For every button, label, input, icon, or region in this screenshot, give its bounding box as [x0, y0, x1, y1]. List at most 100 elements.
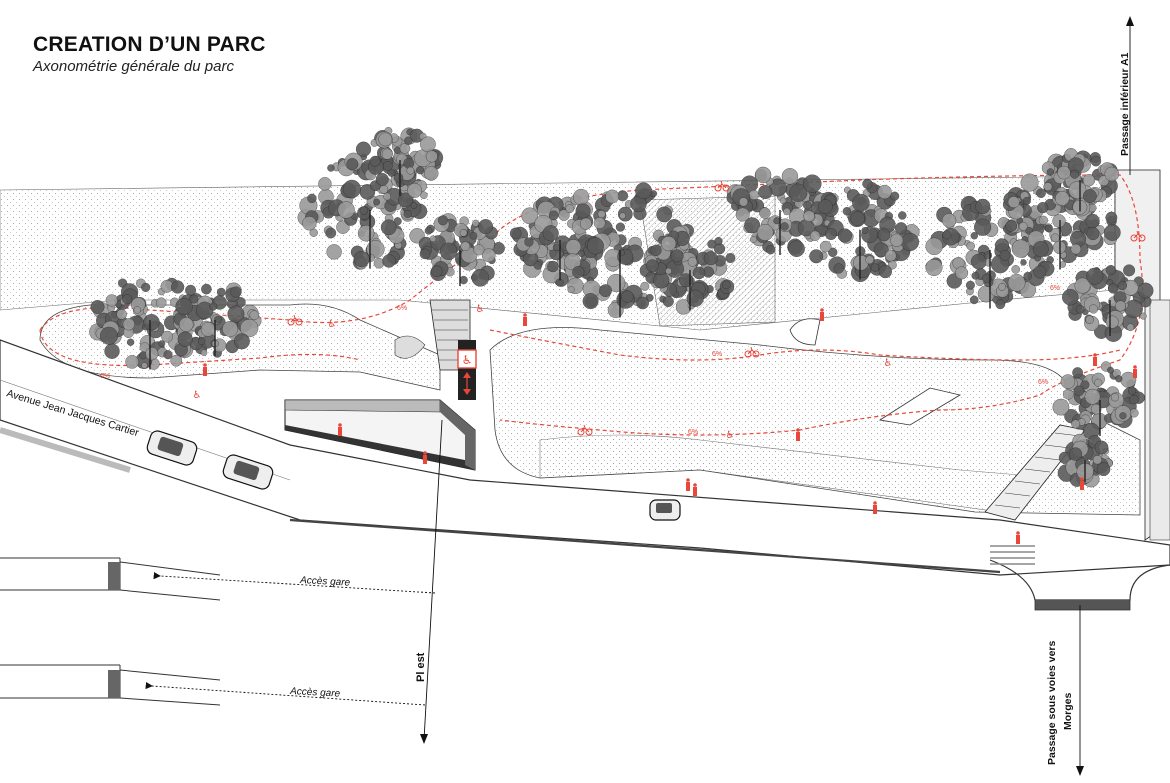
tree-foliage — [200, 322, 216, 337]
tree-foliage — [955, 266, 969, 280]
tree-foliage — [1117, 280, 1127, 291]
wheelchair-icon: ♿ — [328, 319, 337, 330]
tree-foliage — [1084, 388, 1101, 405]
bicycle-icon — [744, 346, 760, 358]
pedestrian-icon — [338, 423, 342, 436]
tree-foliage — [1023, 271, 1032, 281]
tree-foliage — [459, 229, 468, 237]
tree-foliage — [662, 296, 674, 307]
tree-foliage — [437, 215, 448, 226]
tree-foliage — [722, 280, 731, 290]
tree-foliage — [158, 340, 166, 348]
tree-foliage — [381, 148, 393, 160]
tree-foliage — [141, 282, 151, 292]
tree-foliage — [170, 354, 183, 367]
tree-foliage — [819, 240, 832, 253]
tree-foliage — [346, 158, 359, 171]
tree-foliage — [379, 185, 389, 194]
tree-foliage — [240, 319, 259, 338]
tree-foliage — [803, 174, 822, 193]
tree-foliage — [749, 235, 758, 244]
slope-mark: 6% — [688, 429, 698, 436]
tree-foliage — [877, 228, 891, 242]
tree-foliage — [1062, 388, 1074, 400]
tree-foliage — [355, 141, 372, 157]
tree-foliage — [974, 218, 992, 236]
tree-foliage — [1086, 267, 1104, 285]
tree-foliage — [429, 235, 437, 243]
tree-foliage — [471, 269, 490, 287]
tree-foliage — [200, 349, 208, 356]
tree-foliage — [597, 210, 606, 219]
tree-foliage — [410, 202, 418, 209]
tree-foliage — [969, 295, 979, 305]
tree-foliage — [1036, 188, 1046, 198]
tree-foliage — [161, 330, 173, 343]
park-main-lawn — [489, 327, 1141, 516]
tree-foliage — [645, 259, 659, 273]
tree-foliage — [781, 168, 799, 185]
tree-foliage — [1018, 221, 1028, 231]
tree-foliage — [873, 242, 889, 258]
tree-foliage — [155, 297, 167, 308]
tree-foliage — [126, 338, 135, 346]
tree-foliage — [803, 210, 815, 222]
tree-foliage — [599, 284, 612, 297]
tree-foliage — [1115, 375, 1123, 383]
tree-foliage — [387, 169, 396, 177]
tree-foliage — [105, 294, 118, 307]
tree-foliage — [227, 305, 245, 323]
tree-foliage — [406, 166, 415, 175]
tree-foliage — [1060, 374, 1076, 389]
tree-foliage — [670, 249, 684, 263]
tree-foliage — [141, 362, 148, 369]
tree-foliage — [325, 227, 337, 239]
tree-foliage — [686, 289, 704, 307]
tree-foliage — [744, 217, 761, 234]
tree-foliage — [460, 241, 471, 251]
tree-foliage — [1083, 189, 1097, 203]
tree-foliage — [1043, 182, 1053, 191]
bicycle-icon — [577, 424, 593, 436]
crosswalk — [990, 545, 1035, 565]
tree-foliage — [703, 251, 718, 266]
tree-foliage — [178, 317, 194, 332]
tree-foliage — [656, 206, 673, 223]
tree-foliage — [564, 253, 581, 271]
tree-foliage — [817, 199, 833, 214]
tree-foliage — [1005, 220, 1018, 232]
tree-foliage — [1050, 233, 1060, 243]
tree-foliage — [403, 157, 415, 169]
pedestrian-icon — [203, 363, 207, 376]
tree-foliage — [1090, 155, 1102, 167]
wheelchair-icon: ♿ — [193, 390, 202, 401]
tree-foliage — [122, 294, 133, 305]
tree-foliage — [430, 265, 443, 278]
tree-foliage — [378, 132, 393, 147]
tree-foliage — [1115, 300, 1126, 312]
tree-foliage — [970, 232, 978, 240]
tree-foliage — [809, 249, 824, 264]
acces-gare-arrow-1 — [153, 572, 436, 594]
tree-foliage — [870, 263, 880, 272]
tree-foliage — [925, 259, 943, 276]
tree-foliage — [925, 237, 943, 255]
tree-foliage — [1052, 398, 1070, 416]
tree-foliage — [802, 200, 812, 210]
pedestrian-icon — [796, 428, 800, 441]
slope-mark: 6% — [1050, 285, 1060, 292]
car-icon — [649, 499, 681, 521]
tree-foliage — [1072, 367, 1083, 378]
tree-foliage — [1104, 166, 1120, 182]
tree-foliage — [209, 302, 218, 311]
tree-foliage — [216, 287, 226, 297]
acces-gare-arrow-2 — [145, 681, 426, 706]
tree-foliage — [636, 296, 649, 310]
tree-foliage — [852, 193, 870, 212]
tree-foliage — [104, 343, 120, 359]
tree-foliage — [577, 249, 585, 257]
tree-foliage — [424, 226, 433, 235]
tree-foliage — [714, 237, 723, 246]
tree-foliage — [1094, 378, 1103, 387]
tree-foliage — [758, 184, 773, 200]
